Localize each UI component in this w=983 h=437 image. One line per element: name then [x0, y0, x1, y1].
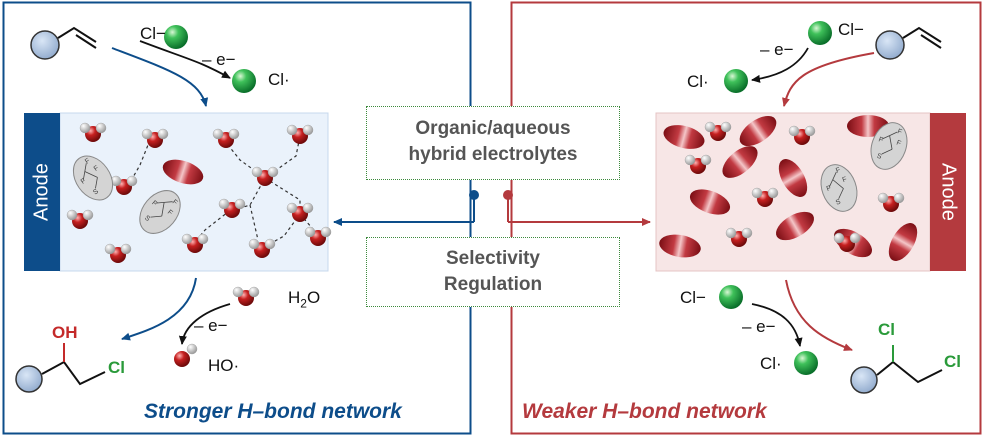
selectivity-line-2: Regulation: [443, 274, 543, 295]
alkene-molecule-icon: [30, 26, 97, 60]
right-anode-label: Anode: [937, 163, 960, 221]
selectivity-box: Selectivity Regulation: [366, 237, 620, 307]
chlorine-radical-label: Cl·: [268, 70, 290, 89]
chlorine-ball-icon: [164, 25, 188, 49]
water-molecule-icon: [232, 286, 260, 307]
right-panel-frame: [510, 1, 982, 435]
product-hydroxyl-label: OH: [52, 323, 78, 342]
chlorine-radical-label: Cl·: [687, 72, 709, 91]
water-label: H2O: [288, 288, 321, 311]
arrow-oxidation: [139, 40, 231, 79]
chlorine-radical-label: Cl·: [760, 354, 782, 373]
center-connectors: [333, 190, 651, 226]
right-panel-title: Weaker H–bond network: [522, 400, 767, 423]
chlorohydrin-product-icon: [15, 343, 106, 393]
chlorine-ball-icon: [232, 69, 256, 93]
product-chlorine-label: Cl: [944, 352, 961, 371]
left-panel-frame: [2, 1, 472, 435]
electron-label: – e−: [742, 317, 776, 336]
arrow-to-product: [785, 279, 853, 351]
arrow-to-anode: [782, 52, 875, 107]
arrow-to-anode: [111, 47, 209, 107]
hydroxyl-radical-icon: [174, 343, 198, 367]
electrolyte-box: Organic/aqueous hybrid electrolytes: [366, 106, 620, 180]
product-chlorine-label: Cl: [878, 320, 895, 339]
arrow-to-product: [121, 277, 197, 341]
electron-label: – e−: [194, 316, 228, 335]
electrolyte-line-1: Organic/aqueous: [415, 118, 571, 139]
dichloride-product-icon: [850, 345, 943, 394]
chloride-label: Cl−: [140, 24, 166, 43]
chloride-label: Cl−: [680, 288, 706, 307]
product-chlorine-label: Cl: [108, 358, 125, 377]
hydroxyl-radical-label: HO·: [208, 356, 240, 375]
selectivity-line-1: Selectivity: [446, 248, 540, 269]
chloride-label: Cl−: [838, 20, 864, 39]
arrow-oxidation: [751, 303, 803, 347]
right-anode-bar: [930, 113, 966, 271]
chlorine-ball-icon: [719, 285, 743, 309]
left-anode-bar: [24, 113, 60, 271]
electrolyte-line-2: hybrid electrolytes: [408, 144, 578, 165]
left-anode-label: Anode: [30, 163, 53, 221]
electron-label: – e−: [202, 50, 236, 69]
chlorine-ball-icon: [808, 21, 832, 45]
chlorine-ball-icon: [794, 351, 818, 375]
alkene-molecule-icon: [875, 26, 942, 60]
left-panel-title: Stronger H–bond network: [144, 400, 402, 423]
electron-label: – e−: [760, 40, 794, 59]
chlorine-ball-icon: [724, 69, 748, 93]
arrow-oxidation: [751, 47, 809, 83]
arrow-water-oxidation: [178, 303, 231, 345]
